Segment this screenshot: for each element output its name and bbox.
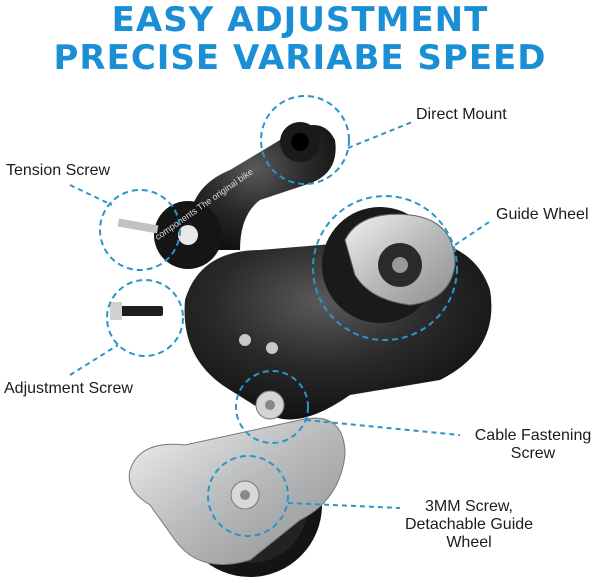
cable-fastening-screw	[255, 390, 285, 420]
callout-adjustment-screw: Adjustment Screw	[4, 380, 133, 397]
leader-3mm-screw	[287, 502, 401, 509]
guide-wheel	[322, 207, 456, 323]
callout-3mm-screw: 3MM Screw, Detachable Guide Wheel	[404, 498, 534, 552]
headline-line-2: PRECISE VARIABE SPEED	[53, 38, 547, 78]
callout-ring-tension-screw	[99, 189, 181, 271]
callout-guide-wheel: Guide Wheel	[496, 206, 589, 223]
callout-cable-fastening: Cable Fastening Screw	[466, 427, 600, 463]
callout-3mm-screw-line3: Wheel	[446, 534, 492, 551]
callout-ring-guide-wheel	[312, 195, 458, 341]
callout-3mm-screw-line2: Detachable Guide	[404, 516, 534, 533]
leader-cable-fastening	[305, 419, 461, 436]
callout-ring-adjustment-screw	[106, 279, 184, 357]
leader-direct-mount	[347, 121, 413, 149]
tension-screw	[117, 218, 159, 234]
leader-guide-wheel	[454, 219, 493, 246]
callout-tension-screw: Tension Screw	[6, 162, 111, 179]
callout-3mm-screw-line1: 3MM Screw,	[424, 498, 513, 515]
callout-cable-fastening-line1: Cable Fastening	[474, 427, 592, 444]
adjustment-screw	[110, 302, 163, 320]
callout-ring-3mm-screw	[207, 455, 289, 537]
callout-ring-direct-mount	[260, 95, 350, 185]
leader-tension-screw	[69, 184, 113, 206]
body-bolts	[239, 334, 278, 354]
leader-adjustment-screw	[69, 344, 119, 376]
headline-line-1: EASY ADJUSTMENT	[111, 0, 489, 40]
callout-direct-mount: Direct Mount	[416, 106, 507, 123]
callout-ring-cable-fastening	[235, 370, 309, 444]
callout-cable-fastening-line2: Screw	[510, 445, 556, 462]
